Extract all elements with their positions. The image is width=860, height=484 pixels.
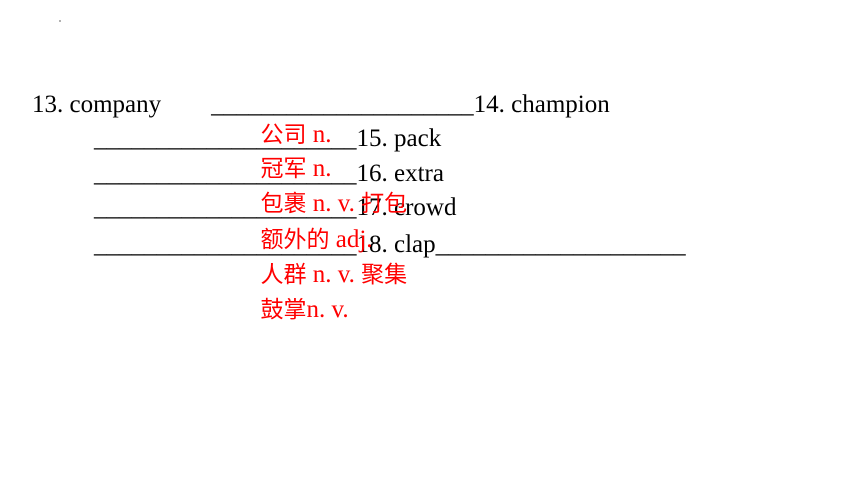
answer-14: 冠军 n.	[248, 124, 332, 184]
answer-14-pos: n.	[306, 155, 332, 182]
answer-15: 包裹 n. v. 打包	[248, 159, 408, 219]
answer-17-zh: 人群	[260, 262, 307, 288]
answer-17-pos: n. v.	[306, 261, 362, 288]
exercise-line-17: _____________________17. crowd	[94, 194, 457, 221]
answer-17: 人群 n. v. 聚集	[248, 230, 408, 290]
answer-16: 额外的 adj.	[248, 195, 373, 255]
exercise-line-18: _____________________18. clap___________…	[94, 231, 686, 258]
exercise-line-15: _____________________15. pack	[94, 125, 442, 152]
answer-18-pos: n. v.	[306, 296, 349, 323]
answer-18-zh: 鼓掌	[260, 297, 307, 323]
answer-15-zh2: 打包	[361, 191, 408, 217]
answer-13-pos: n.	[306, 121, 332, 148]
answer-18: 鼓掌n. v.	[248, 265, 349, 325]
answer-13: 公司 n.	[248, 90, 332, 150]
answer-16-zh: 额外的	[260, 227, 330, 253]
answer-15-zh: 包裹	[260, 191, 307, 217]
slide-dot	[59, 20, 61, 22]
answer-16-pos: adj.	[329, 226, 373, 253]
answer-17-zh2: 聚集	[361, 262, 408, 288]
exercise-line-13-14: 13. company _____________________14. cha…	[32, 91, 610, 118]
answer-14-zh: 冠军	[260, 156, 307, 182]
answer-13-zh: 公司	[260, 122, 307, 148]
exercise-line-16: _____________________16. extra	[94, 160, 444, 187]
answer-15-pos: n. v.	[306, 190, 362, 217]
